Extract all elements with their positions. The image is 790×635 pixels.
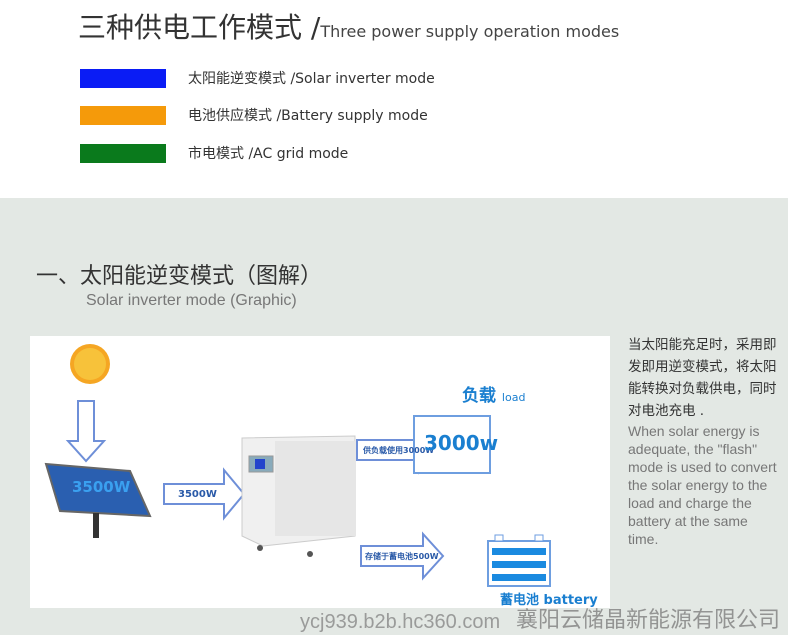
down-arrow-icon — [65, 400, 107, 463]
battery-label: 蓄电池 battery — [500, 593, 598, 608]
legend-label: 电池供应模式 /Battery supply mode — [188, 108, 428, 124]
diagram-graphics — [44, 344, 551, 587]
load-value: 3000w — [424, 431, 499, 455]
input-arrow-label: 3500W — [178, 489, 217, 500]
section-heading: 一、太阳能逆变模式（图解） — [36, 264, 323, 289]
load-en: load — [501, 391, 526, 404]
load-title: 负载 load — [462, 381, 525, 406]
diagram-panel: 3500W 3500W 供负载使用3000W 存储于蓄电池500W 负载 loa… — [30, 336, 610, 608]
solar-mode-section: 一、太阳能逆变模式（图解） Solar inverter mode (Graph… — [0, 198, 788, 635]
legend-label: 太阳能逆变模式 /Solar inverter mode — [188, 71, 435, 87]
section-subheading: Solar inverter mode (Graphic) — [86, 292, 297, 309]
battery-arrow-icon — [360, 531, 445, 581]
legend-item-ac: 市电模式 /AC grid mode — [80, 143, 348, 163]
description-en: When solar energy is adequate, the "flas… — [628, 423, 777, 547]
sun-icon — [70, 344, 110, 384]
legend-swatch-orange — [80, 105, 166, 125]
load-box — [413, 415, 491, 474]
watermark-company: 襄阳云储晶新能源有限公司 — [516, 608, 781, 633]
legend-item-battery: 电池供应模式 /Battery supply mode — [80, 105, 428, 125]
description-cn: 当太阳能充足时，采用即发即用逆变模式，将太阳能转换对负载供电，同时对电池充电 . — [628, 337, 777, 419]
load-arrow-label: 供负载使用3000W — [363, 446, 435, 455]
load-cn: 负载 — [462, 386, 496, 406]
inverter-icon — [241, 435, 356, 557]
page-title: 三种供电工作模式 /Three power supply operation m… — [78, 6, 619, 46]
battery-arrow-label: 存储于蓄电池500W — [365, 552, 439, 561]
mode-description: 当太阳能充足时，采用即发即用逆变模式，将太阳能转换对负载供电，同时对电池充电 .… — [628, 334, 778, 548]
input-arrow-icon — [163, 467, 246, 521]
legend-label: 市电模式 /AC grid mode — [188, 146, 349, 162]
legend-swatch-blue — [80, 68, 166, 88]
legend-swatch-green — [80, 143, 166, 163]
panel-power-label: 3500W — [72, 478, 131, 496]
battery-icon — [487, 534, 551, 587]
title-cn: 三种供电工作模式 / — [78, 11, 321, 44]
solar-panel-icon — [44, 462, 152, 538]
watermark-url: ycj939.b2b.hc360.com — [300, 611, 501, 633]
legend-item-solar: 太阳能逆变模式 /Solar inverter mode — [80, 68, 435, 88]
title-en: Three power supply operation modes — [320, 22, 620, 41]
